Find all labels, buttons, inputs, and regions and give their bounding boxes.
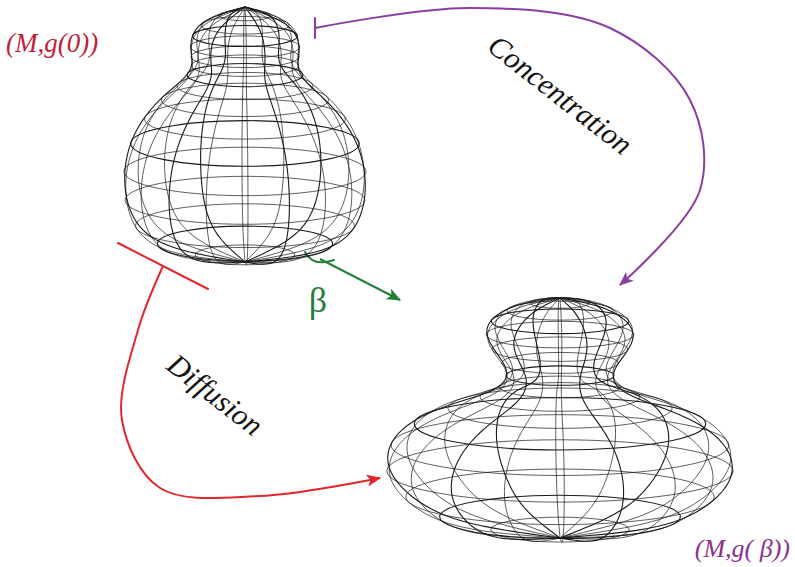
arrow-path bbox=[315, 8, 704, 285]
parallel-line bbox=[124, 147, 366, 195]
arrow-label: β bbox=[309, 280, 327, 320]
manifold-label: (M,g(0)) bbox=[6, 28, 98, 58]
parallel-line bbox=[136, 204, 355, 248]
manifold-node: (M,g(0)) bbox=[0, 0, 375, 272]
parallel-line bbox=[219, 10, 271, 20]
label-holder: (M,g( β)) bbox=[695, 534, 790, 564]
arrow-path bbox=[320, 259, 400, 300]
parallel-line bbox=[492, 337, 628, 361]
parallel-line bbox=[502, 352, 619, 373]
parallel-line bbox=[387, 440, 733, 502]
surface-wireframe bbox=[378, 285, 795, 567]
manifold-node: (M,g( β)) bbox=[378, 285, 795, 567]
map-arrow bbox=[118, 243, 380, 498]
parallel-line bbox=[406, 469, 714, 525]
parallel-line bbox=[145, 99, 346, 139]
meridian-line bbox=[165, 7, 245, 262]
arrow-path bbox=[121, 266, 380, 498]
arrow-label-holder: Concentration bbox=[481, 28, 639, 162]
arrow-tail-bar bbox=[314, 18, 316, 38]
parallel-line bbox=[480, 383, 640, 412]
map-arrow bbox=[315, 8, 704, 285]
parallel-line bbox=[201, 16, 289, 34]
manifold-label: (M,g( β)) bbox=[695, 534, 790, 563]
parallel-line bbox=[486, 321, 634, 348]
meridian-line bbox=[560, 298, 564, 542]
parallel-line bbox=[187, 64, 303, 87]
parallel-line bbox=[506, 366, 614, 385]
parallel-line bbox=[391, 415, 729, 476]
parallel-line bbox=[507, 301, 613, 320]
arrow-label: Concentration bbox=[482, 28, 639, 161]
parallel-line bbox=[193, 26, 298, 47]
parallel-line bbox=[530, 298, 589, 309]
arrow-label-holder: β bbox=[309, 280, 327, 321]
arrow-label-holder: Diffusion bbox=[160, 347, 269, 443]
label-holder: (M,g(0)) bbox=[6, 28, 98, 59]
meridian-line bbox=[560, 298, 675, 539]
meridian-line bbox=[560, 298, 624, 541]
map-arrow bbox=[305, 252, 400, 300]
parallel-line bbox=[500, 376, 621, 398]
parallel-line bbox=[440, 495, 681, 538]
parallel-line bbox=[491, 309, 628, 334]
arrow-label: Diffusion bbox=[161, 347, 269, 442]
parallel-line bbox=[414, 398, 706, 450]
meridian-line bbox=[242, 7, 245, 262]
parallel-line bbox=[125, 176, 365, 224]
parallel-line bbox=[131, 121, 359, 167]
parallel-line bbox=[191, 46, 299, 68]
